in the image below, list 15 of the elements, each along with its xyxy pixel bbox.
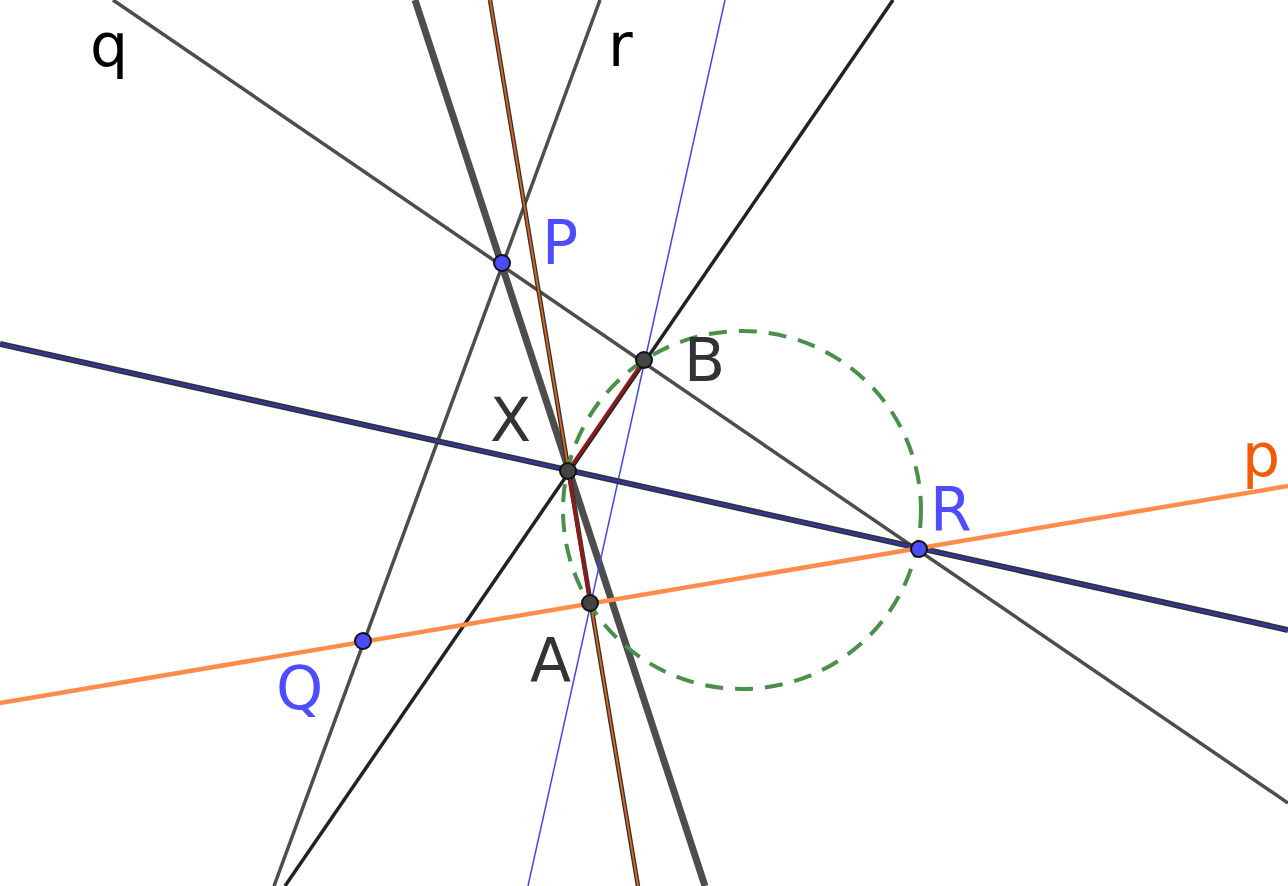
point-label: P [542,213,579,273]
point-dot [635,351,653,369]
line-segment [567,479,591,595]
point-dot [354,632,372,650]
line-segment [571,366,641,465]
point-label: Q [276,658,324,718]
point-label: B [684,330,726,390]
point-dot [581,594,599,612]
point-dot [493,254,511,272]
point-label: R [930,480,972,540]
point-label: X [490,390,532,450]
point-dot [910,540,928,558]
point-label: A [530,630,572,690]
line-label: r [608,15,633,75]
point-dot [559,462,577,480]
